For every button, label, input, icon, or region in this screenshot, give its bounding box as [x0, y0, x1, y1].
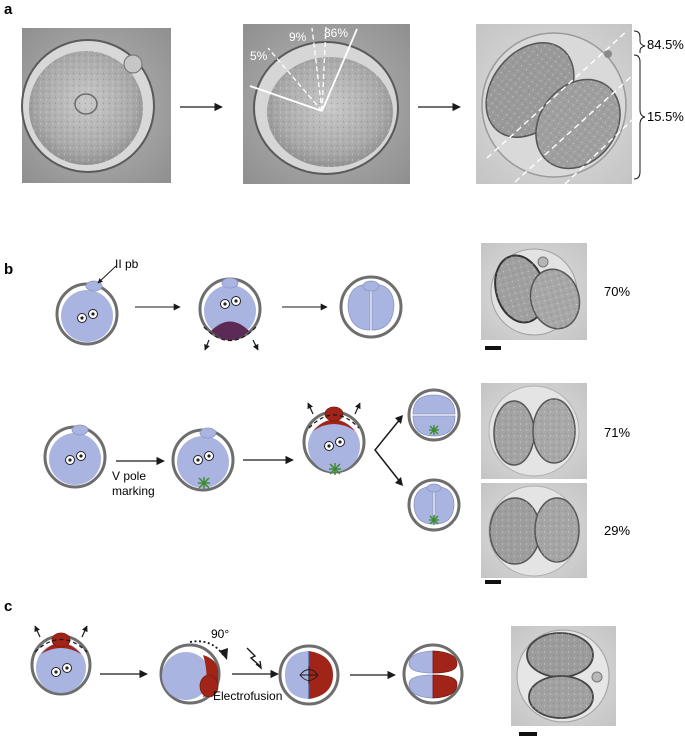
- brace-bottom-label: 15.5%: [647, 109, 684, 124]
- electric-pulse-icon: [246, 647, 262, 670]
- diag-line-2: [514, 75, 633, 183]
- c-cut-zygote: [30, 625, 92, 696]
- vegetal-marker-icon: [198, 477, 210, 489]
- row1-zygote-cut: [198, 277, 262, 351]
- angle-line-solid-right: [321, 28, 358, 112]
- row2-two-cell-vertical: [407, 478, 461, 532]
- row1-photo: [481, 243, 587, 340]
- angle-label-9: 9%: [289, 30, 307, 44]
- brace-top-label: 84.5%: [647, 37, 684, 52]
- row2-bottom-percentage: 29%: [604, 523, 630, 538]
- scale-bar-1: [485, 346, 501, 350]
- angle-line-solid-left: [249, 85, 323, 112]
- panel-a-photo-angles: 5% 9% 86%: [243, 24, 410, 184]
- angle-line-dashed-3: [321, 26, 327, 112]
- row2-marked-zygote: [171, 427, 235, 492]
- row1-zygote: [55, 280, 119, 346]
- diag-line-1: [486, 29, 629, 159]
- branch-arrow-icon: [374, 417, 402, 484]
- animal-cytoplasm-region: [313, 419, 355, 431]
- panel-c-label: c: [4, 598, 12, 615]
- polar-body-label: II pb: [115, 257, 139, 271]
- rotation-label: 90°: [211, 627, 229, 641]
- spindle-icon: [299, 666, 319, 684]
- polar-body-pointer: [97, 265, 117, 284]
- c-two-cell: [402, 643, 464, 705]
- panel-a-photo-zygote: [21, 28, 171, 183]
- electrofusion-label: Electrofusion: [213, 689, 282, 703]
- panel-b-label: b: [4, 261, 13, 278]
- angle-label-5: 5%: [250, 49, 268, 63]
- brace-bottom: [633, 54, 646, 180]
- brace-top: [633, 30, 646, 53]
- row2-top-percentage: 71%: [604, 425, 630, 440]
- scale-bar-3: [519, 732, 537, 736]
- row2-zygote: [43, 424, 107, 489]
- row1-two-cell: [339, 275, 403, 339]
- row2-photo-top: [481, 383, 587, 479]
- angle-line-dashed-2: [311, 27, 323, 112]
- pronuclei-icon: [77, 309, 98, 323]
- panel-a-photo-two-cell: [476, 24, 633, 185]
- row2-two-cell-horizontal: [407, 388, 461, 442]
- panel-a-label: a: [4, 1, 13, 18]
- c-photo: [511, 626, 616, 726]
- vegetal-cytoplasm-region: [211, 321, 249, 340]
- marking-label-line2: marking: [112, 484, 155, 498]
- angle-line-dashed-1: [267, 47, 323, 112]
- row2-cut-zygote: [302, 402, 366, 475]
- c-fused-cell: [278, 644, 340, 706]
- c-rotated-cells: [159, 640, 228, 705]
- diag-line-3: [564, 119, 633, 185]
- row2-photo-bottom: [481, 483, 587, 578]
- angle-label-86: 86%: [324, 26, 348, 40]
- row1-percentage: 70%: [604, 284, 630, 299]
- marking-label-line1: V pole: [112, 469, 146, 483]
- scale-bar-2: [485, 580, 501, 584]
